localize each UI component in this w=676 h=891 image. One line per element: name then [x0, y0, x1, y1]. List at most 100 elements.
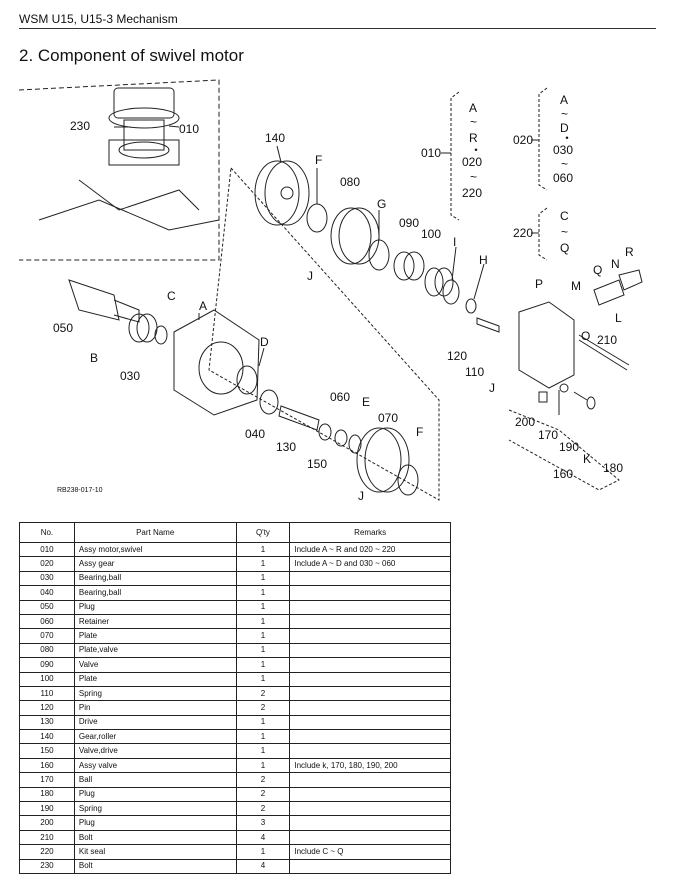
legend-020-030: 030 — [553, 143, 573, 157]
cell-no: 130 — [19, 714, 75, 731]
cell-remarks — [289, 815, 451, 831]
cell-no: 190 — [19, 801, 75, 817]
cell-no: 020 — [19, 556, 75, 572]
cell-no: 050 — [19, 599, 75, 615]
cell-remarks — [289, 729, 451, 745]
callout-060: 060 — [330, 390, 350, 404]
cell-qty: 1 — [235, 757, 291, 774]
callout-R: R — [625, 245, 634, 259]
cell-part-name: Valve — [73, 657, 237, 673]
cell-qty: 2 — [235, 685, 291, 702]
legend-010-020: 020 — [462, 155, 482, 169]
callout-030: 030 — [120, 369, 140, 383]
callout-A: A — [199, 299, 207, 313]
cell-no: 180 — [19, 786, 75, 803]
callout-labels: 230 010 140 F 080 G 090 100 I H J 050 C … — [53, 119, 634, 503]
legend-020-060: 060 — [553, 171, 573, 185]
cell-part-name: Pin — [73, 700, 237, 716]
cell-remarks — [289, 743, 451, 759]
cell-no: 160 — [19, 757, 75, 774]
legend-220-tilde: ~ — [561, 225, 568, 239]
legend-010-label: 010 — [421, 146, 441, 160]
cell-part-name: Spring — [73, 801, 237, 817]
cell-qty: 1 — [235, 657, 291, 673]
figure-code: RB238-017-10 — [57, 487, 103, 494]
cell-part-name: Retainer — [73, 613, 237, 630]
cell-qty: 2 — [235, 786, 291, 803]
cell-qty: 1 — [235, 714, 291, 731]
legend-020-dot: ・ — [561, 131, 573, 145]
legend-010-a: A — [469, 101, 477, 115]
callout-160: 160 — [553, 467, 573, 481]
cell-part-name: Assy gear — [73, 556, 237, 572]
callout-P: P — [535, 277, 543, 291]
cell-no: 090 — [19, 657, 75, 673]
cell-no: 080 — [19, 642, 75, 659]
callout-130: 130 — [276, 440, 296, 454]
cell-qty: 1 — [235, 585, 291, 601]
document-header: WSM U15, U15-3 Mechanism — [19, 12, 656, 29]
legend-010-tilde: ~ — [470, 115, 477, 129]
cell-remarks — [289, 585, 451, 601]
legend-020-a: A — [560, 93, 568, 107]
cell-qty: 2 — [235, 801, 291, 817]
callout-080: 080 — [340, 175, 360, 189]
cell-qty: 2 — [235, 700, 291, 716]
cell-part-name: Gear,roller — [73, 729, 237, 745]
legend-010-group: 010 A ~ R ・ 020 ~ 220 — [421, 101, 482, 200]
callout-E: E — [362, 395, 370, 409]
cell-part-name: Plate,valve — [73, 642, 237, 659]
cell-remarks — [289, 801, 451, 817]
cell-no: 230 — [19, 858, 75, 874]
cell-no: 170 — [19, 772, 75, 788]
cell-no: 150 — [19, 743, 75, 759]
col-header-qty: Q'ty — [235, 522, 291, 543]
cell-remarks — [289, 642, 451, 659]
legend-010-r: R — [469, 131, 478, 145]
callout-O: O — [581, 329, 590, 343]
callout-J-upper: J — [307, 269, 313, 283]
cell-no: 200 — [19, 815, 75, 831]
cell-remarks — [289, 786, 451, 803]
cell-qty: 1 — [235, 556, 291, 572]
cell-qty: 1 — [235, 729, 291, 745]
cell-remarks — [289, 685, 451, 702]
cell-part-name: Bolt — [73, 858, 237, 874]
legend-020-tilde2: ~ — [561, 157, 568, 171]
cell-no: 060 — [19, 613, 75, 630]
cell-part-name: Drive — [73, 714, 237, 731]
cell-no: 070 — [19, 628, 75, 644]
cell-part-name: Kit seal — [73, 844, 237, 860]
cell-part-name: Plate — [73, 628, 237, 644]
legend-020-label: 020 — [513, 133, 533, 147]
cell-part-name: Assy motor,swivel — [73, 541, 237, 558]
callout-200: 200 — [515, 415, 535, 429]
cell-remarks: Include A ~ R and 020 ~ 220 — [289, 541, 451, 558]
callout-010: 010 — [179, 122, 199, 136]
cell-part-name: Bearing,ball — [73, 570, 237, 587]
cell-remarks — [289, 829, 451, 846]
callout-G: G — [377, 197, 386, 211]
cell-no: 100 — [19, 671, 75, 687]
cell-qty: 1 — [235, 743, 291, 759]
cell-part-name: Spring — [73, 685, 237, 702]
cell-no: 210 — [19, 829, 75, 846]
cell-no: 110 — [19, 685, 75, 702]
legend-010-tilde2: ~ — [470, 170, 477, 184]
callout-090: 090 — [399, 216, 419, 230]
legend-020-group: 020 A ~ D ・ 030 ~ 060 — [513, 93, 573, 185]
legend-220-c: C — [560, 209, 569, 223]
legend-010-dot: ・ — [470, 143, 482, 157]
cell-remarks — [289, 772, 451, 788]
